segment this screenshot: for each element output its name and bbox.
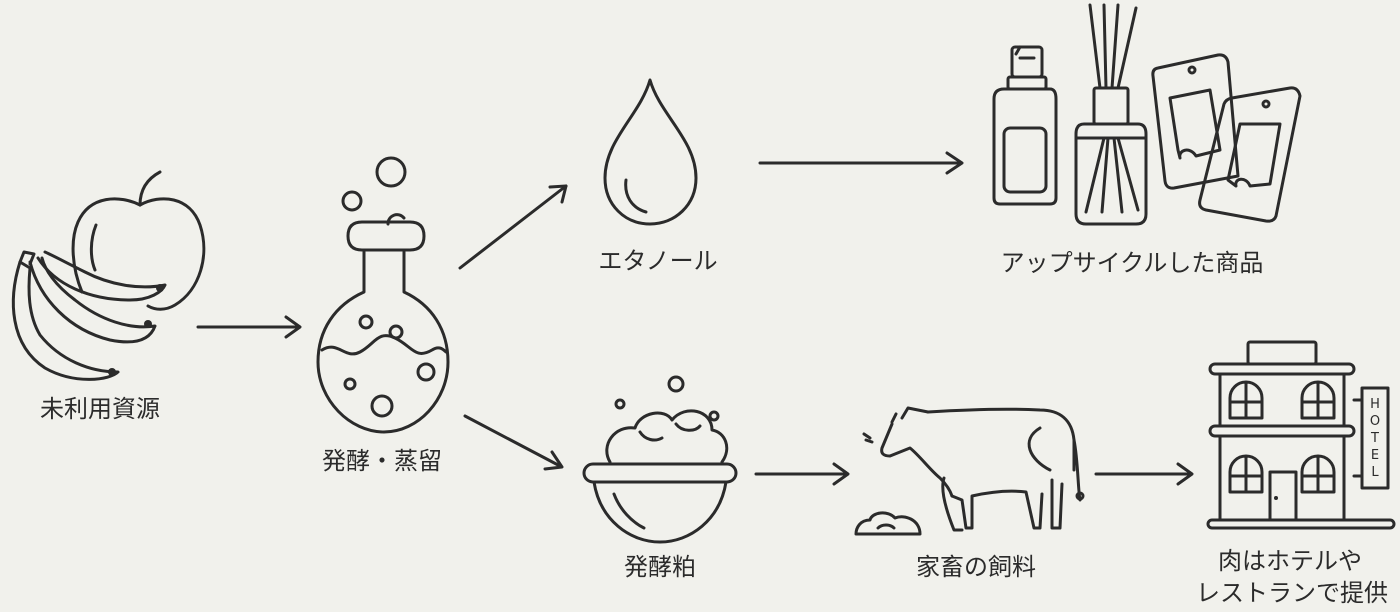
- label-livestock-feed: 家畜の飼料: [916, 553, 1036, 581]
- arrow-flask-to-ethanol: [458, 184, 568, 270]
- hotel-sign-letter: E: [1371, 448, 1379, 463]
- arrow-flask-to-lees: [463, 414, 564, 471]
- label-hotel-line2: レストランで提供: [1196, 579, 1388, 607]
- hotel-sign-letter: T: [1370, 431, 1379, 446]
- arrow-ethanol-to-products: [758, 151, 964, 175]
- banana-icon: [11, 250, 167, 381]
- hotel-sign-letter: O: [1370, 414, 1380, 429]
- label-fermentation-distillation: 発酵・蒸留: [322, 447, 442, 475]
- arrow-feed-to-hotel: [1094, 462, 1194, 486]
- reed-diffuser-icon: [1074, 3, 1148, 226]
- apple-icon: [71, 170, 206, 311]
- cow-icon: [854, 406, 1085, 536]
- drop-icon: [603, 78, 698, 226]
- spray-bottle-icon: [992, 45, 1058, 206]
- flask-icon: [316, 156, 450, 434]
- label-hotel-line1: 肉はホテルや: [1218, 547, 1362, 575]
- sachet-icon: [1151, 53, 1302, 223]
- arrow-lees-to-feed: [754, 462, 850, 486]
- label-unused-resources: 未利用資源: [40, 395, 160, 423]
- arrow-fruits-to-flask: [196, 315, 302, 339]
- label-upcycled-products: アップサイクルした商品: [1000, 249, 1264, 277]
- label-ethanol: エタノール: [598, 247, 718, 275]
- label-fermentation-lees: 発酵粕: [624, 553, 696, 581]
- hotel-sign-letter: L: [1371, 465, 1379, 480]
- bowl-icon: [582, 375, 738, 544]
- hotel-sign-letter: H: [1370, 397, 1380, 412]
